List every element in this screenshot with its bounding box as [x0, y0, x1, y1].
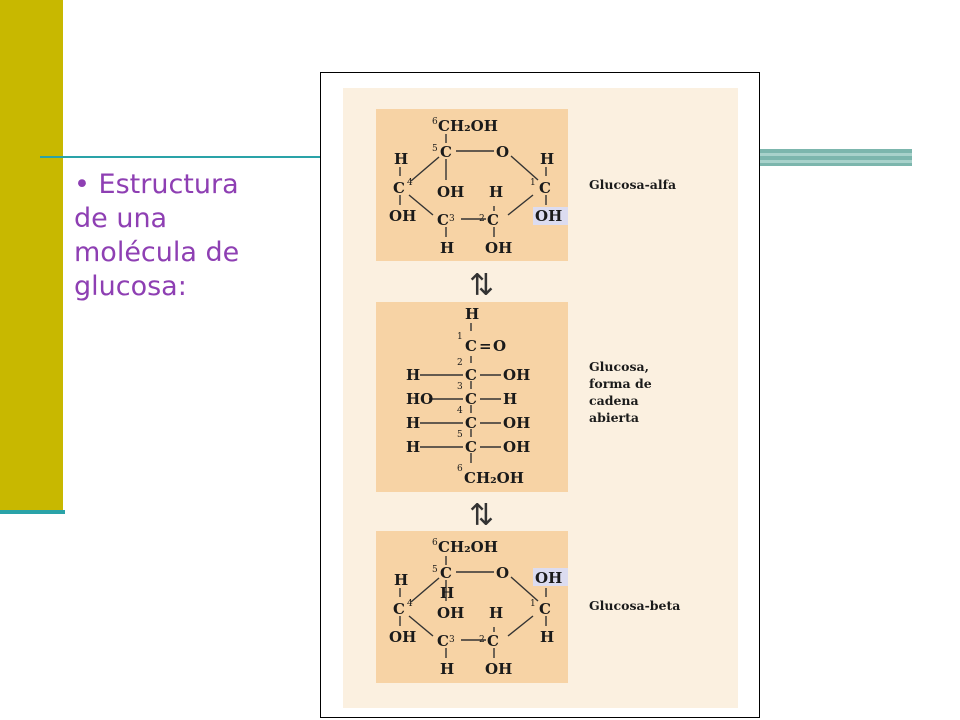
- decorative-band: [760, 149, 912, 166]
- alpha-oh-c3-up: OH: [437, 183, 464, 201]
- beta-c1: C: [539, 600, 551, 618]
- bond-line: [507, 615, 534, 637]
- alpha-c5: C: [440, 143, 452, 161]
- open-c1-num: 1: [457, 332, 463, 342]
- open-c2-num: 2: [457, 358, 463, 368]
- beta-glucose-structure: 6 CH₂OH 5 C O H OH C 4 1 C H OH H OH H C…: [376, 531, 680, 683]
- alpha-h-top-left: H: [394, 150, 408, 168]
- open-c5: C: [465, 438, 477, 456]
- beta-h-top-left: H: [394, 571, 408, 589]
- alpha-o: O: [496, 143, 509, 161]
- bond-line: [510, 576, 539, 602]
- open-chain-caption-1: Glucosa,: [589, 359, 649, 374]
- open-c2: C: [465, 366, 477, 384]
- alpha-oh-c2: OH: [485, 239, 512, 257]
- open-r4-right: OH: [503, 414, 530, 432]
- beta-oh-highlight: [533, 568, 568, 586]
- alpha-c1: C: [539, 179, 551, 197]
- alpha-c2-num: 2: [479, 214, 485, 224]
- open-r5-left: H: [406, 438, 420, 456]
- open-r4-left: H: [406, 414, 420, 432]
- bullet-text: Estructura de una molécula de glucosa:: [74, 169, 240, 302]
- accent-bar: [0, 0, 63, 512]
- open-c4: C: [465, 414, 477, 432]
- open-c6-num: 6: [457, 464, 463, 474]
- beta-c5: C: [440, 564, 452, 582]
- open-c1: C: [465, 337, 477, 355]
- open-c3: C: [465, 390, 477, 408]
- beta-c4: C: [393, 600, 405, 618]
- alpha-c4: C: [393, 179, 405, 197]
- bond-line: [507, 194, 534, 216]
- alpha-oh-c4: OH: [389, 207, 416, 225]
- beta-c3-num: 3: [449, 635, 455, 645]
- open-chain-caption-3: cadena: [589, 393, 639, 408]
- bond-line: [408, 615, 434, 637]
- beta-oh-c3-up: OH: [437, 604, 464, 622]
- alpha-h-c5-down: H: [440, 239, 454, 257]
- alpha-glucose-structure: 6 CH₂OH 5 C O H H C 4 1 C OH H OH OH C 3…: [376, 109, 676, 261]
- alpha-c4-num: 4: [407, 178, 413, 188]
- alpha-panel: [376, 109, 568, 261]
- bond-line: [510, 155, 539, 181]
- open-r2-right: OH: [503, 366, 530, 384]
- title-divider-line: [40, 156, 322, 158]
- beta-oh-c4: OH: [389, 628, 416, 646]
- beta-panel: [376, 531, 568, 683]
- alpha-c3-num: 3: [449, 214, 455, 224]
- open-r2-left: H: [406, 366, 420, 384]
- beta-c6: CH₂OH: [438, 538, 498, 556]
- alpha-c6: CH₂OH: [438, 117, 498, 135]
- equilibrium-arrow-1: ⇅: [469, 268, 494, 303]
- bond-line: [410, 156, 440, 182]
- beta-c5-num: 5: [432, 565, 438, 575]
- open-c5-num: 5: [457, 430, 463, 440]
- open-chain-panel: [376, 302, 568, 492]
- beta-h-c5-down: H: [440, 584, 454, 602]
- beta-caption: Glucosa-beta: [589, 598, 680, 613]
- glucose-figure: 6 CH₂OH 5 C O H H C 4 1 C OH H OH OH C 3…: [320, 72, 760, 718]
- open-c6: CH₂OH: [464, 469, 524, 487]
- open-chain-caption-4: abierta: [589, 410, 639, 425]
- beta-c4-num: 4: [407, 599, 413, 609]
- beta-oh-c2: OH: [485, 660, 512, 678]
- open-o: O: [493, 337, 506, 355]
- open-r3-left: HO: [406, 390, 433, 408]
- beta-h-c3-up: H: [489, 604, 503, 622]
- glucose-diagram: 6 CH₂OH 5 C O H H C 4 1 C OH H OH OH C 3…: [343, 88, 738, 708]
- beta-h-c3: H: [440, 660, 454, 678]
- alpha-h-top-right: H: [540, 150, 554, 168]
- beta-o: O: [496, 564, 509, 582]
- bond-line: [410, 577, 440, 603]
- beta-c1-num: 1: [530, 599, 536, 609]
- open-chain-caption-2: forma de: [589, 376, 652, 391]
- beta-c2-num: 2: [479, 635, 485, 645]
- open-c3-num: 3: [457, 382, 463, 392]
- open-c4-num: 4: [457, 406, 463, 416]
- beta-oh-top-right: OH: [535, 569, 562, 587]
- bullet-marker: •: [74, 169, 90, 200]
- open-h-top: H: [465, 305, 479, 323]
- accent-bar-underline: [0, 510, 65, 514]
- equilibrium-arrow-2: ⇅: [469, 498, 494, 533]
- alpha-c1-num: 1: [530, 178, 536, 188]
- bond-line: [408, 194, 434, 216]
- alpha-c5-num: 5: [432, 144, 438, 154]
- beta-c3: C: [437, 632, 449, 650]
- beta-c6-num: 6: [432, 538, 438, 548]
- bullet-point: • Estructura de una molécula de glucosa:: [74, 168, 274, 304]
- alpha-c6-num: 6: [432, 117, 438, 127]
- alpha-c3: C: [437, 211, 449, 229]
- open-chain-glucose-structure: H 1 C = O H 2 C OH HO 3 C H H 4 C OH H 5…: [376, 302, 652, 492]
- alpha-c2: C: [487, 211, 499, 229]
- svg-text:=: =: [479, 337, 492, 355]
- alpha-caption: Glucosa-alfa: [589, 177, 676, 192]
- beta-c2: C: [487, 632, 499, 650]
- alpha-h-c3-up: H: [489, 183, 503, 201]
- alpha-oh-highlight: [533, 207, 568, 225]
- open-r5-right: OH: [503, 438, 530, 456]
- beta-h-c1: H: [540, 628, 554, 646]
- open-r3-right: H: [503, 390, 517, 408]
- alpha-oh-c1: OH: [535, 207, 562, 225]
